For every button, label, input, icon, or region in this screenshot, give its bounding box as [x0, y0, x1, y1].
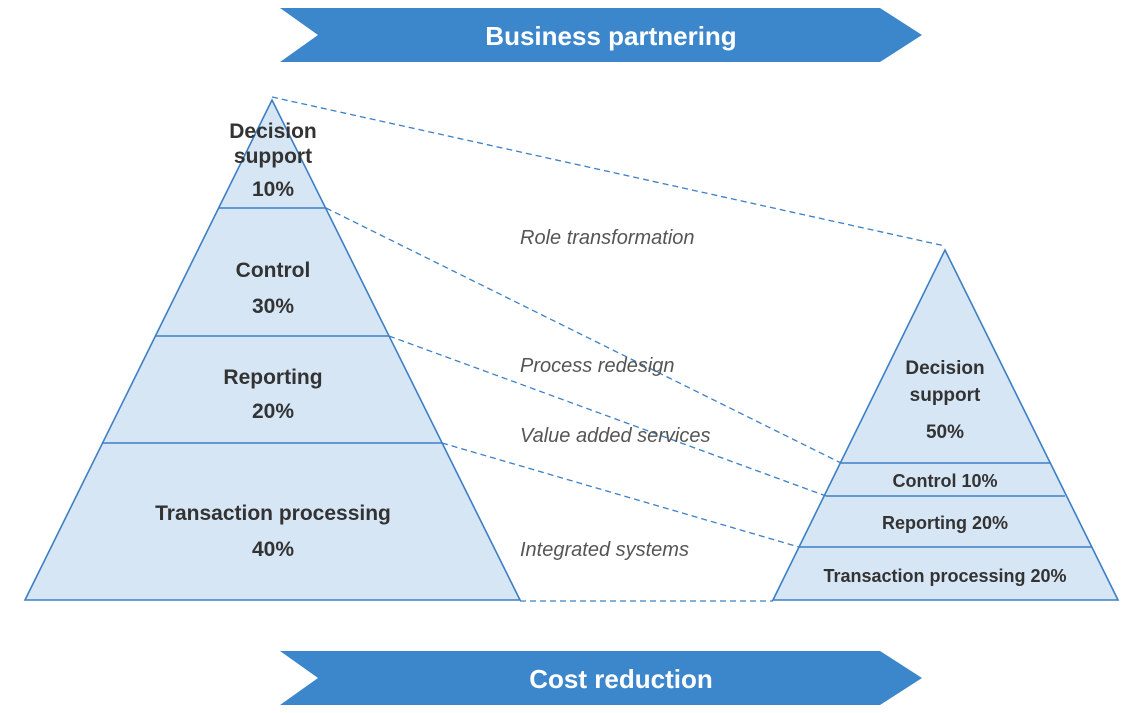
left-decision-label-line2: support [234, 145, 312, 168]
right-reporting-label: Reporting 20% [882, 513, 1008, 533]
connector-lines [271, 96, 946, 602]
business-partnering-arrow-shape [280, 8, 922, 62]
cost-reduction-arrow-shape [280, 651, 922, 705]
cost-reduction-label: Cost reduction [529, 664, 712, 694]
left-transaction-percent: 40% [252, 538, 294, 561]
left-pyramid-outline [23, 98, 522, 601]
connector-apex [271, 96, 946, 247]
left-control-percent: 30% [252, 295, 294, 318]
right-decision-label-line1: Decision [905, 358, 984, 379]
left-control-label: Control [236, 259, 311, 282]
right-decision-percent: 50% [926, 422, 964, 443]
right-control-label: Control 10% [892, 471, 997, 491]
left-reporting-label: Reporting [223, 366, 322, 389]
left-reporting-percent: 20% [252, 400, 294, 423]
left-pyramid: Decision support 10% Control 30% Reporti… [23, 98, 522, 601]
connector-control-reporting [388, 335, 827, 497]
cost-reduction-arrow: Cost reduction [280, 651, 922, 705]
business-partnering-label: Business partnering [485, 21, 736, 51]
role-transformation-label: Role transformation [520, 227, 695, 249]
connector-decision-control [325, 207, 842, 464]
left-decision-label-line1: Decision [229, 120, 317, 143]
value-added-services-label: Value added services [520, 425, 711, 447]
integrated-systems-label: Integrated systems [520, 539, 689, 561]
right-pyramid-outline [771, 248, 1120, 601]
right-transaction-label: Transaction processing 20% [823, 566, 1066, 586]
process-redesign-label: Process redesign [520, 355, 675, 377]
connector-reporting-transaction [441, 442, 800, 548]
left-decision-percent: 10% [252, 178, 294, 201]
left-transaction-label: Transaction processing [155, 502, 391, 525]
business-partnering-arrow: Business partnering [280, 8, 922, 62]
right-decision-label-line2: support [910, 385, 981, 406]
right-pyramid: Decision support 50% Control 10% Reporti… [771, 248, 1120, 601]
